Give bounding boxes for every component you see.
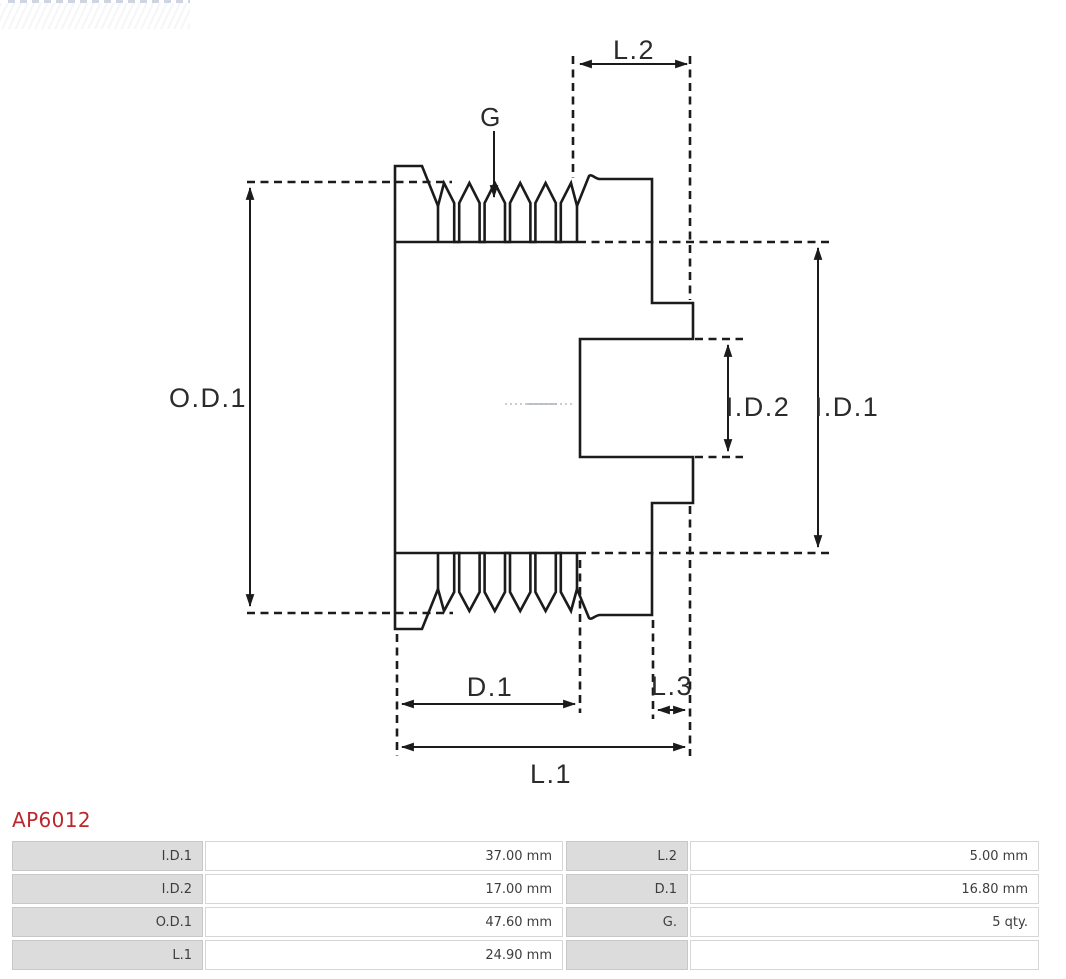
label-l1: L.1 <box>530 759 572 789</box>
label-g: G <box>480 102 502 132</box>
label-id2: I.D.2 <box>726 392 791 422</box>
spec-label-cell: L.2 <box>566 841 688 871</box>
table-row: O.D.1 47.60 mm G. 5 qty. <box>12 907 1040 937</box>
table-row: L.1 24.90 mm <box>12 940 1040 970</box>
rib-end-walls <box>436 206 579 589</box>
label-l2: L.2 <box>613 35 655 65</box>
spec-label-cell: O.D.1 <box>12 907 203 937</box>
spec-label-cell: G. <box>566 907 688 937</box>
spec-value-cell: 24.90 mm <box>205 940 563 970</box>
watermark-logo <box>8 0 190 3</box>
spec-label-cell: L.1 <box>12 940 203 970</box>
spec-value-cell: 5.00 mm <box>690 841 1039 871</box>
pulley-silhouette <box>393 164 695 631</box>
spec-value-cell: 37.00 mm <box>205 841 563 871</box>
label-d1: D.1 <box>467 672 514 702</box>
spec-label-cell: I.D.2 <box>12 874 203 904</box>
spec-value-cell: 16.80 mm <box>690 874 1039 904</box>
rib-base-lines <box>396 240 578 555</box>
table-row: I.D.2 17.00 mm D.1 16.80 mm <box>12 874 1040 904</box>
spec-table: I.D.1 37.00 mm L.2 5.00 mm I.D.2 17.00 m… <box>12 841 1040 973</box>
product-code: AP6012 <box>12 808 92 832</box>
label-id1: I.D.1 <box>815 392 880 422</box>
extension-lines <box>247 56 831 756</box>
spec-value-cell: 47.60 mm <box>205 907 563 937</box>
spec-label-cell: I.D.1 <box>12 841 203 871</box>
label-l3: L.3 <box>651 671 693 701</box>
spec-label-cell <box>566 940 688 970</box>
watermark-hatch <box>0 3 190 29</box>
spec-value-cell: 17.00 mm <box>205 874 563 904</box>
label-od1: O.D.1 <box>169 383 247 413</box>
table-row: I.D.1 37.00 mm L.2 5.00 mm <box>12 841 1040 871</box>
dimension-arrows <box>245 59 823 752</box>
pulley-technical-drawing: G L.2 O.D.1 I.D.2 I.D.1 D.1 L.3 L.1 <box>169 35 880 789</box>
pulley-outline <box>393 164 695 631</box>
spec-value-cell <box>690 940 1039 970</box>
spec-label-cell: D.1 <box>566 874 688 904</box>
spec-value-cell: 5 qty. <box>690 907 1039 937</box>
